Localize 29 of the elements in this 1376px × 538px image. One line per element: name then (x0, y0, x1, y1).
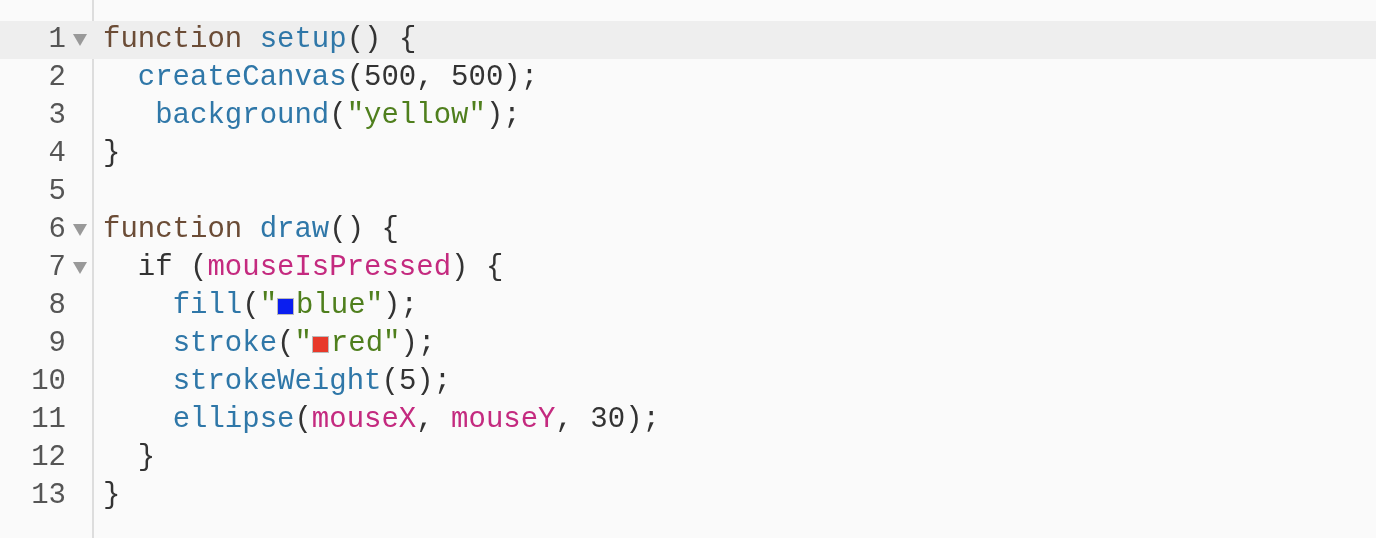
line-number: 9 (48, 326, 66, 363)
line-number: 8 (48, 288, 66, 325)
code-text: } (103, 478, 121, 515)
line-number: 12 (31, 440, 66, 477)
code-text: background("yellow"); (154, 98, 521, 135)
line-number: 1 (48, 22, 66, 59)
line-number: 4 (48, 136, 66, 173)
code-text: strokeWeight(5); (171, 364, 452, 401)
line-number: 13 (31, 478, 66, 515)
string-text: blue (296, 288, 366, 325)
line-number: 2 (48, 60, 66, 97)
line-number: 11 (31, 402, 66, 439)
line-number: 10 (31, 364, 66, 401)
code-text: function setup() { (103, 22, 417, 59)
string-text: red (330, 326, 384, 363)
code-text: function draw() { (103, 212, 399, 249)
line-number: 6 (48, 212, 66, 249)
code-text: } (136, 440, 156, 477)
code-text: createCanvas(500, 500); (136, 60, 539, 97)
line-number: 3 (48, 98, 66, 135)
code-text: fill(" (171, 288, 278, 325)
code-text: stroke(" (171, 326, 312, 363)
code-text: } (103, 136, 121, 173)
code-text: "); (383, 326, 436, 363)
line-number: 5 (48, 174, 66, 211)
line-number: 7 (48, 250, 66, 287)
code-text: "); (365, 288, 418, 325)
code-text: ellipse(mouseX, mouseY, 30); (171, 402, 660, 439)
code-text: if (mouseIsPressed) { (136, 250, 504, 287)
